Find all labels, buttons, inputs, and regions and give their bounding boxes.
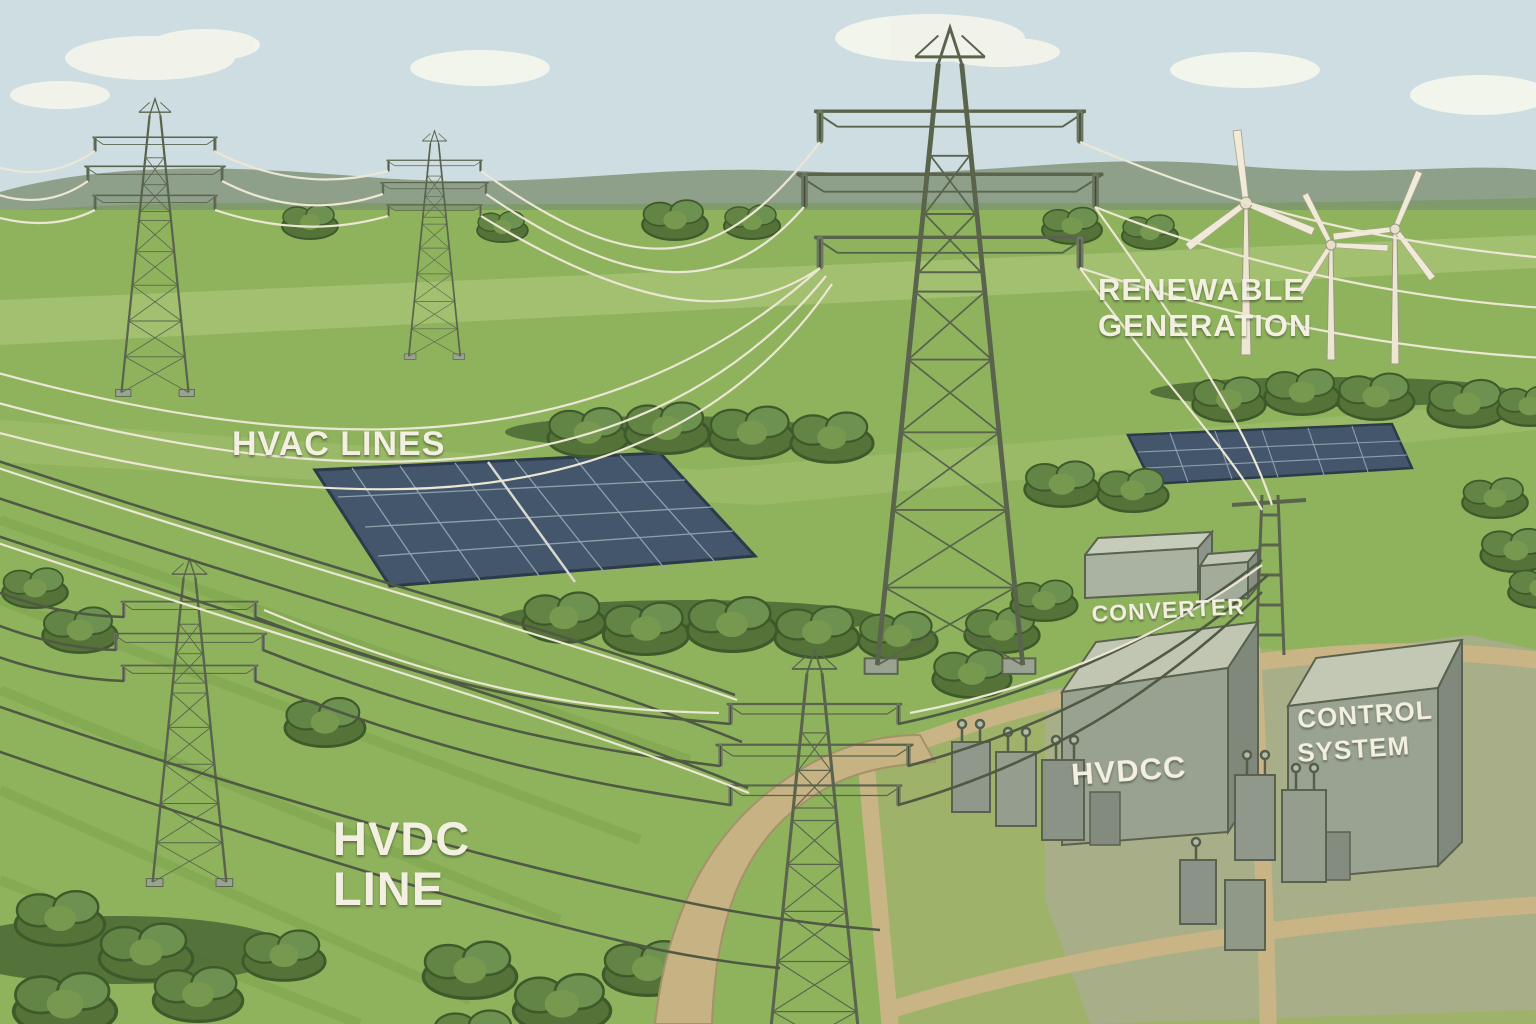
label-hvac-lines: HVAC LINES bbox=[232, 425, 445, 463]
wind-turbine-3 bbox=[1332, 170, 1436, 365]
label-renewable-bottom: GENERATION bbox=[1098, 308, 1312, 343]
wind-turbines bbox=[1184, 129, 1436, 365]
hvdc-wires bbox=[0, 460, 1269, 970]
wind-turbine-1 bbox=[1184, 129, 1316, 356]
converter-units bbox=[1084, 529, 1261, 604]
transformer-bank-right bbox=[1179, 749, 1327, 951]
label-renewable-top: RENEWABLE bbox=[1098, 272, 1305, 307]
label-hvdcc: HVDCC bbox=[1070, 749, 1187, 792]
label-hvdc-line-top: HVDC bbox=[333, 812, 470, 865]
hvac-wires bbox=[0, 140, 1536, 511]
fields bbox=[0, 210, 1536, 1024]
transformer-bank-left bbox=[951, 718, 1085, 841]
label-hvdc-line-bottom: LINE bbox=[333, 862, 444, 915]
hills-far bbox=[0, 161, 1536, 215]
solar-array-right bbox=[1126, 422, 1414, 486]
solar-array-left bbox=[312, 451, 759, 588]
